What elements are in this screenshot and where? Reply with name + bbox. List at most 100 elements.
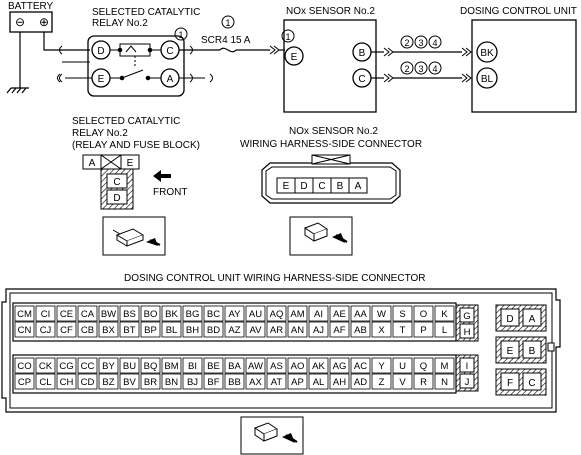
dcu-pin-cell bbox=[287, 373, 308, 390]
dcu-pin-cell bbox=[413, 321, 434, 338]
dcu-pin-label: AP bbox=[291, 377, 304, 388]
dcu-pin-cell bbox=[308, 357, 329, 374]
dcu-pin-label: BO bbox=[144, 309, 158, 320]
relay-pin-c-label: C bbox=[166, 46, 173, 57]
dcu-pin-label: BX bbox=[102, 325, 115, 336]
dcu-pin-cell bbox=[98, 321, 119, 338]
relay-block-title-1: SELECTED CATALYTIC bbox=[72, 116, 180, 127]
nox-pin-e bbox=[284, 46, 304, 66]
fuse-note: 1 bbox=[225, 18, 230, 28]
dcu-pin-label: CE bbox=[60, 309, 73, 320]
dcu-pin-label: BS bbox=[123, 309, 136, 320]
nox-connector-pin-b: B bbox=[337, 181, 344, 192]
dcu-pin-cell bbox=[77, 305, 98, 322]
dcu-pin-label: K bbox=[441, 309, 448, 320]
dcu-pin-label: AF bbox=[333, 325, 345, 336]
dcu-pin-cell bbox=[56, 321, 77, 338]
dcu-pin-bk-label: BK bbox=[480, 48, 494, 59]
dcu-pin-cell bbox=[266, 321, 287, 338]
dcu-pin-label: BW bbox=[101, 309, 116, 320]
dcu-pin-cell bbox=[434, 321, 455, 338]
dcu-pin-cell bbox=[35, 321, 56, 338]
dcu-pin-label: CK bbox=[39, 361, 53, 372]
dcu-pin-cell bbox=[371, 321, 392, 338]
dcu-pin-label: AA bbox=[354, 309, 367, 320]
dcu-pin-cell bbox=[392, 305, 413, 322]
dcu-pin-cell bbox=[119, 373, 140, 390]
nox-connector: E D C B A bbox=[261, 154, 401, 204]
wire-notes-c: 2 3 4 bbox=[400, 61, 442, 75]
dcu-pin-label: BD bbox=[207, 325, 220, 336]
dcu-connector-title: DOSING CONTROL UNIT WIRING HARNESS-SIDE … bbox=[124, 273, 426, 284]
dcu-pin-cell bbox=[434, 373, 455, 390]
dcu-pin-cell bbox=[392, 321, 413, 338]
dcu-pin-g: G bbox=[463, 311, 470, 322]
dcu-pin-cell bbox=[434, 305, 455, 322]
dcu-pin-label: U bbox=[399, 361, 406, 372]
dcu-pin-cell bbox=[371, 373, 392, 390]
battery-plus: ⊕ bbox=[39, 15, 49, 29]
wire-notes-b: 2 3 4 bbox=[400, 35, 442, 49]
connector-probe-icon bbox=[289, 216, 353, 256]
dcu-pin-e: E bbox=[507, 346, 514, 357]
dcu-pin-cell bbox=[224, 373, 245, 390]
dcu-pin-cell bbox=[203, 357, 224, 374]
dcu-pin-cell bbox=[119, 321, 140, 338]
connector-probe-icon bbox=[102, 216, 166, 256]
svg-text:4: 4 bbox=[432, 38, 437, 48]
dcu-pin-j: J bbox=[465, 377, 470, 388]
dcu-pin-label: AM bbox=[290, 309, 304, 320]
svg-text:2: 2 bbox=[404, 64, 409, 74]
battery-label: BATTERY bbox=[8, 1, 54, 12]
arrow-left-icon bbox=[153, 170, 171, 182]
dcu-pin-cell bbox=[161, 305, 182, 322]
dcu-pin-i: I bbox=[466, 361, 469, 372]
dcu-pin-cell bbox=[119, 305, 140, 322]
dcu-pin-cell bbox=[350, 357, 371, 374]
battery-minus: ⊖ bbox=[15, 15, 25, 29]
nox-connector-pin-a: A bbox=[355, 181, 362, 192]
dcu-pin-cell bbox=[350, 321, 371, 338]
dcu-pin-label: AB bbox=[354, 325, 367, 336]
dcu-pin-cell bbox=[329, 321, 350, 338]
dcu-pin-cell bbox=[56, 305, 77, 322]
dcu-pin-cell bbox=[329, 357, 350, 374]
relay-block-pin-e: E bbox=[127, 158, 134, 169]
dcu-pin-cell bbox=[119, 357, 140, 374]
dcu-pin-label: BQ bbox=[144, 361, 158, 372]
dcu-pin-cell bbox=[140, 373, 161, 390]
dcu-pin-cell bbox=[161, 373, 182, 390]
dcu-pin-label: Z bbox=[379, 377, 385, 388]
dcu-pin-cell bbox=[224, 305, 245, 322]
dcu-pin-label: AI bbox=[314, 309, 323, 320]
front-label: FRONT bbox=[153, 187, 187, 198]
dcu-pin-label: AQ bbox=[270, 309, 284, 320]
dcu-pin-label: AU bbox=[249, 309, 262, 320]
dcu-pin-cell bbox=[56, 357, 77, 374]
dcu-pin-label: BY bbox=[102, 361, 115, 372]
dcu-pin-cell bbox=[245, 321, 266, 338]
dcu-pin-label: AV bbox=[250, 325, 263, 336]
battery-box bbox=[9, 11, 53, 33]
dcu-pin-cell bbox=[434, 357, 455, 374]
relay-block-pin-a: A bbox=[89, 158, 96, 169]
dcu-pin-label: AD bbox=[354, 377, 367, 388]
dcu-pin-cell bbox=[203, 305, 224, 322]
relay-coil-icon bbox=[110, 43, 161, 66]
dcu-pin-cell bbox=[371, 357, 392, 374]
dcu-pin-label: AH bbox=[333, 377, 346, 388]
dcu-pin-cell bbox=[161, 357, 182, 374]
nox-pin-c-label: C bbox=[358, 74, 365, 85]
dcu-pin-cell bbox=[266, 357, 287, 374]
nox-title: NOx SENSOR No.2 bbox=[286, 6, 375, 17]
dcu-pin-label: CH bbox=[60, 377, 74, 388]
dcu-pin-cell bbox=[245, 305, 266, 322]
dcu-pin-cell bbox=[266, 373, 287, 390]
dcu-pin-label: BC bbox=[207, 309, 220, 320]
dcu-pin-label: BK bbox=[165, 309, 178, 320]
dcu-pin-label: AR bbox=[270, 325, 283, 336]
relay-block-pin-c: C bbox=[113, 177, 120, 188]
dcu-pin-cell bbox=[308, 305, 329, 322]
dcu-pin-label: AW bbox=[248, 361, 263, 372]
